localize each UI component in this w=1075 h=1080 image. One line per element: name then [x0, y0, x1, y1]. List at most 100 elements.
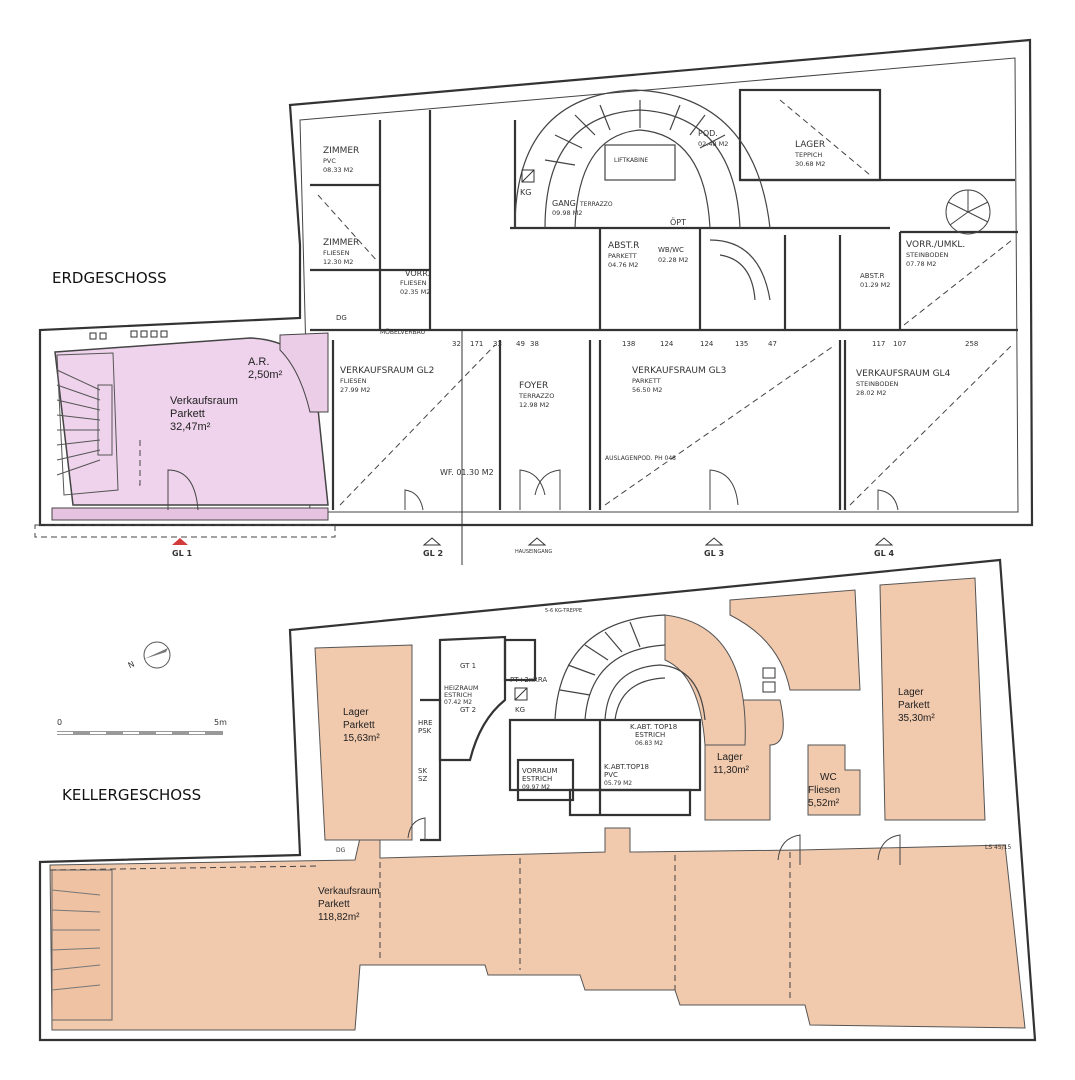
plan-label: 5,52m²	[808, 798, 840, 809]
plan-label: DG	[336, 847, 346, 854]
ground-floor-plan: DG	[34, 38, 1034, 565]
north-label: N	[127, 660, 136, 671]
plan-label: 15,63m²	[343, 733, 380, 744]
plan-label: Parkett	[343, 720, 375, 731]
basement-outer-wall	[38, 558, 1037, 1042]
plan-label: ESTRICH	[522, 775, 552, 783]
plan-label: POD.	[698, 129, 718, 138]
room-area: 2,50m²	[248, 369, 283, 381]
plan-label: HEIZRAUM	[444, 684, 478, 692]
oept-label: ÖPT	[670, 217, 686, 227]
plan-label: 02.28 M2	[658, 256, 688, 264]
plan-label: FLIESEN	[323, 249, 350, 257]
plan-label: TERRAZZO	[518, 392, 554, 400]
plan-label: 04.76 M2	[608, 261, 638, 269]
plan-label: ABST.R	[608, 241, 639, 251]
entrance-gl3-marker-icon	[704, 537, 724, 546]
plan-label: 258	[965, 340, 978, 348]
plan-label: 12.98 M2	[519, 401, 549, 409]
plan-label: 02.35 M2	[400, 288, 430, 296]
plan-label: 08.33 M2	[323, 166, 353, 174]
door-swings	[404, 469, 899, 511]
entrance-gl4-marker-icon	[874, 537, 894, 546]
plan-label: 56.50 M2	[632, 386, 662, 394]
plan-label: ESTRICH	[444, 691, 472, 699]
hauseingang-marker-icon	[527, 537, 547, 546]
plan-label: VERKAUFSRAUM GL2	[340, 366, 434, 376]
scale-start-label: 0	[57, 718, 62, 727]
plan-label: 01.29 M2	[860, 281, 890, 289]
plan-label: 02.48 M2	[698, 140, 728, 148]
plan-label: SZ	[418, 775, 427, 783]
wf-label: WF. 01.30 M2	[440, 468, 494, 477]
auslagenpodest-label: AUSLAGENPOD. PH 048	[605, 455, 676, 462]
plan-label: WC	[820, 772, 837, 783]
lift-shaft-icon	[521, 169, 535, 183]
room-upper-right	[729, 589, 861, 691]
plan-label: Lager	[717, 752, 743, 763]
plan-label: 35,30m²	[898, 713, 935, 724]
plan-label: TERRAZZO	[579, 201, 613, 208]
plan-label: 138	[622, 340, 635, 348]
room-lager-35	[879, 577, 986, 821]
entrance-gl3-label: GL 3	[704, 549, 724, 558]
north-arrow-icon: N	[127, 641, 171, 671]
room-verkaufsraum-118	[49, 827, 1026, 1031]
plan-label: GANG	[552, 199, 576, 208]
plan-label: VERKAUFSRAUM GL3	[632, 366, 726, 376]
plan-label: LAGER	[795, 140, 825, 150]
plan-label: ESTRICH	[635, 731, 665, 739]
plan-label: PSK	[418, 727, 432, 735]
plan-label: ZIMMER	[323, 146, 359, 156]
room-name: Verkaufsraum	[170, 395, 238, 407]
ground-partitions	[310, 88, 1018, 510]
plan-label: 11,30m²	[713, 765, 750, 776]
basement-partitions	[420, 635, 702, 842]
basement-stair-round-icon	[554, 614, 706, 721]
plan-label: 06.83 M2	[635, 740, 663, 747]
plan-label: PVC	[604, 771, 618, 779]
room-ar	[279, 332, 329, 413]
plan-label: 05.79 M2	[604, 780, 632, 787]
plan-label: 09.97 M2	[522, 784, 550, 791]
plan-label: VERKAUFSRAUM GL4	[856, 369, 951, 379]
kg-label: KG	[520, 188, 531, 197]
plan-label: 32	[452, 340, 461, 348]
plan-label: Parkett	[318, 899, 350, 910]
plan-label: STEINBODEN	[906, 251, 949, 259]
plan-label: FLIESEN	[400, 279, 427, 287]
plan-label: LS 45/15	[985, 844, 1012, 851]
plan-label: ABST.R	[860, 272, 885, 280]
room-lager-15	[314, 644, 413, 841]
ground-outer-wall	[38, 38, 1034, 527]
plan-label: 30.68 M2	[795, 160, 825, 168]
entrance-markers: GL 1 GL 2 HAUSEINGANG GL 3 GL 4	[172, 330, 894, 565]
plan-label: PARKETT	[608, 252, 637, 260]
plan-label: 49	[516, 340, 525, 348]
plan-label: Lager	[898, 687, 924, 698]
plan-label: FLIESEN	[340, 377, 367, 385]
plan-label: K.ABT.TOP18	[604, 763, 649, 771]
plan-label: K.ABT. TOP18	[630, 723, 677, 731]
plan-label: FOYER	[519, 381, 548, 391]
plan-label: 171	[470, 340, 483, 348]
room-floor: Parkett	[170, 408, 205, 420]
plan-label: 5-6 KG-TREPPE	[545, 608, 582, 614]
plan-label: WB/WC	[658, 246, 684, 254]
hauseingang-label: HAUSEINGANG	[515, 549, 552, 555]
plan-label: 38	[530, 340, 539, 348]
room-area: 32,47m²	[170, 421, 211, 433]
ground-floor-title: ERDGESCHOSS	[52, 269, 167, 287]
plan-label: TEPPICH	[794, 151, 822, 159]
plan-label: 12.30 M2	[323, 258, 353, 266]
ground-room-labels: Verkaufsraum Parkett 32,47m² A.R. 2,50m²…	[170, 129, 965, 433]
plan-label: 07.42 M2	[444, 699, 472, 706]
plan-label: Parkett	[898, 700, 930, 711]
entrance-gl1-marker-icon	[172, 538, 188, 545]
plan-label: 117	[872, 340, 885, 348]
basement-misc-labels: GT 1 GT 2 PT+2xRRA KG HRE PSK SK SZ LS 4…	[336, 608, 1012, 854]
spiral-stair-icon	[945, 189, 991, 235]
entrance-gl4-label: GL 4	[874, 549, 894, 558]
plan-label: VORRAUM	[522, 767, 558, 775]
plan-label: 47	[768, 340, 777, 348]
